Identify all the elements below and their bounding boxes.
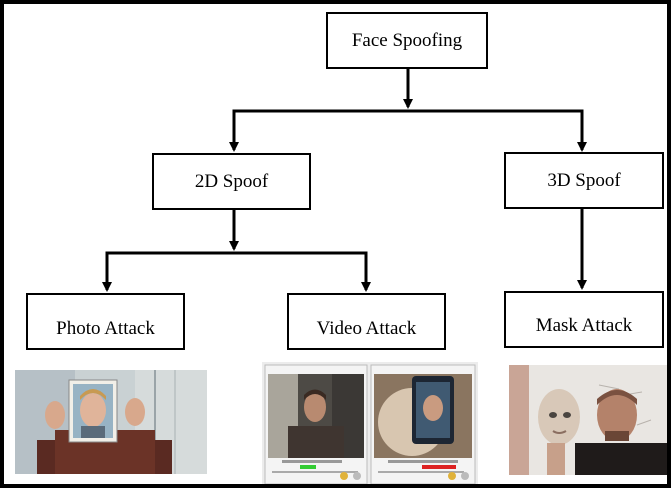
video-attack-example-image: [262, 362, 478, 484]
edge-2d-spoof-to-photo-attack: [102, 251, 234, 292]
node-2d-spoof: 2D Spoof: [152, 153, 311, 210]
node-mask-attack-label: Mask Attack: [535, 314, 633, 336]
mask-attack-example-image: [509, 365, 667, 475]
node-3d-spoof-label: 3D Spoof: [547, 169, 621, 191]
node-photo-attack-label: Photo Attack: [56, 317, 155, 339]
node-mask-attack: Mask Attack: [504, 291, 664, 348]
node-3d-spoof: 3D Spoof: [504, 152, 664, 209]
edge-2d-spoof-to-video-attack: [234, 251, 371, 292]
edge-face-spoofing-to-3d-spoof: [408, 109, 587, 152]
edge-face-spoofing-to-2d-spoof: [229, 109, 408, 152]
photo-attack-example-image: [15, 370, 207, 474]
node-video-attack-label: Video Attack: [316, 317, 417, 339]
node-face-spoofing-label: Face Spoofing: [351, 29, 463, 51]
node-2d-spoof-label: 2D Spoof: [194, 170, 269, 192]
node-face-spoofing: Face Spoofing: [326, 12, 488, 69]
connector-layer: [102, 68, 587, 292]
node-video-attack: Video Attack: [287, 293, 446, 350]
node-photo-attack: Photo Attack: [26, 293, 185, 350]
